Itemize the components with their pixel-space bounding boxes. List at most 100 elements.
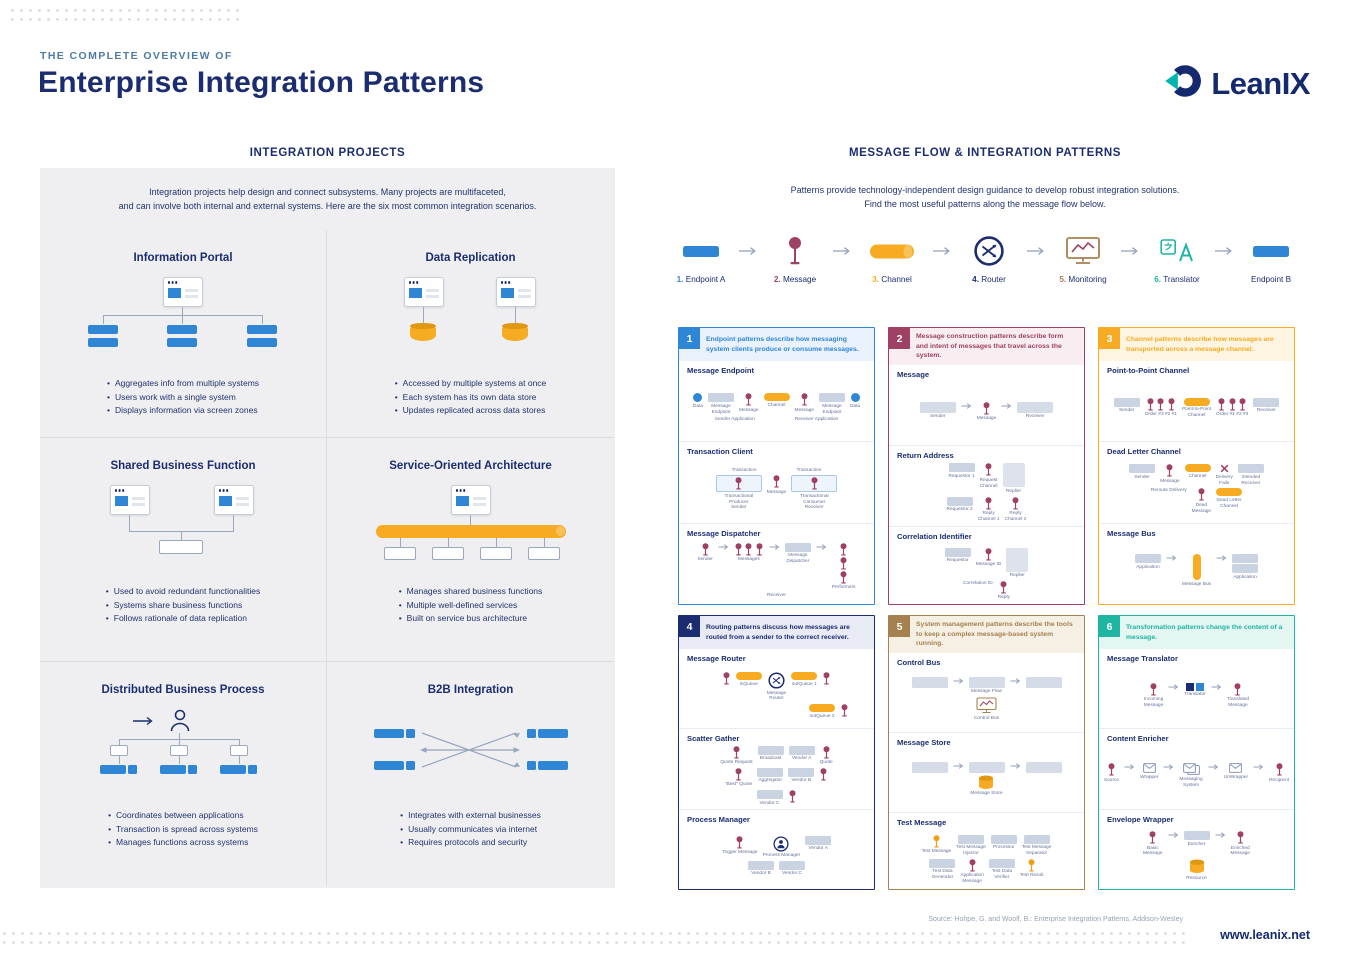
span-decor — [735, 672, 762, 681]
arrow-icon — [1001, 402, 1012, 410]
message-icon: "Best" Quote — [725, 768, 752, 788]
rect-decor — [1109, 774, 1114, 776]
rect-decor — [1151, 694, 1156, 696]
diagram-caption: Order #1 #2 #3 — [1216, 412, 1249, 418]
span-decor — [948, 463, 975, 473]
bullet: Aggregates info from multiple systems — [107, 377, 259, 391]
rect-decor — [737, 846, 742, 849]
circle-decor — [735, 543, 742, 550]
svg-decor — [1157, 397, 1164, 411]
rect-decor — [1031, 864, 1033, 871]
diagram-caption: Reroute Delivery — [1150, 488, 1187, 494]
circle-decor — [820, 768, 827, 775]
shared-function-box — [159, 539, 203, 554]
svg-decor — [1012, 496, 1019, 510]
span-decor — [1002, 463, 1025, 488]
circle-decor — [723, 672, 730, 679]
path-decor — [1253, 764, 1264, 771]
card-description: Message construction patterns describe f… — [916, 333, 1064, 360]
message-icon: Message ID — [976, 547, 1001, 568]
system-box — [968, 761, 1005, 773]
dots-decoration-top — [8, 6, 240, 27]
component-box: Vendor C — [779, 860, 805, 877]
span-decor — [1217, 397, 1247, 411]
card-header: 1 Endpoint patterns describe how messagi… — [679, 328, 874, 361]
rect-decor — [1152, 836, 1154, 843]
diagram-caption: Messaging System — [1179, 776, 1203, 788]
message-icon: Message — [976, 401, 997, 422]
transaction-frame: Transactional Consumer Receiver — [791, 475, 838, 511]
component-box: Sender — [1113, 397, 1140, 414]
path-decor — [953, 763, 963, 769]
span-decor — [756, 790, 783, 800]
rect-decor — [1160, 403, 1162, 410]
card-header: 2 Message construction patterns describe… — [889, 328, 1084, 365]
diagram-caption: Source — [1103, 777, 1120, 783]
path-decor — [778, 677, 781, 684]
rect-decor — [748, 548, 750, 555]
circle-decor — [841, 704, 848, 711]
path-decor — [1216, 555, 1227, 561]
rect-decor — [987, 553, 990, 560]
connector-line — [119, 755, 120, 764]
diagram-caption: Quote — [819, 760, 833, 766]
project-title: B2B Integration — [427, 683, 514, 696]
span-decor — [1192, 554, 1201, 581]
data-node: Data — [693, 393, 703, 409]
rect-decor — [704, 548, 706, 555]
svg-decor — [985, 496, 992, 510]
path-decor — [170, 722, 190, 731]
svg-decor — [811, 477, 818, 490]
rect-decor — [843, 576, 845, 583]
span-decor — [805, 835, 832, 845]
pattern-name: Correlation Identifier — [897, 532, 972, 542]
svg-decor — [1211, 683, 1221, 690]
diagram-caption: Sender — [930, 414, 946, 420]
diagram-row: Message Store — [893, 775, 1080, 797]
rect-decor — [735, 751, 738, 758]
bullet: Manages functions across systems — [108, 836, 258, 850]
message-icon: Message — [767, 475, 786, 495]
span-decor — [784, 542, 811, 552]
span-decor — [704, 704, 734, 705]
translator-icon: Translator — [1184, 682, 1206, 698]
component-box: Vendor A — [788, 745, 815, 762]
diagram-caption: Incoming Message — [1143, 697, 1164, 708]
diagram-caption: Message — [976, 416, 997, 422]
svg-decor — [1208, 764, 1218, 771]
rect-decor — [736, 488, 742, 490]
message-icon: Application Message — [960, 859, 984, 885]
svg-decor — [768, 672, 785, 689]
path-decor — [1071, 241, 1095, 253]
diagram-caption: Application — [1233, 574, 1257, 580]
spacer — [704, 704, 734, 705]
diagram-caption: Receiver — [767, 593, 786, 599]
b2b-integration-diagram — [356, 709, 586, 801]
window-icon — [163, 276, 203, 307]
rect-decor — [1149, 403, 1151, 410]
span-decor — [693, 393, 703, 403]
component-box: Receiver — [1253, 397, 1280, 414]
app-block — [526, 728, 536, 738]
message-icon: Sender — [697, 543, 713, 563]
svg-decor — [933, 835, 940, 848]
rect-decor — [841, 554, 847, 556]
svg-decor — [983, 401, 990, 415]
rect-decor — [734, 757, 739, 759]
flow-label: Endpoint B — [1250, 275, 1292, 284]
circle-decor — [823, 745, 830, 752]
path-decor — [1230, 764, 1242, 770]
diagram-caption: Enricher — [1187, 841, 1206, 847]
process-manager-icon: Process Manager — [763, 836, 800, 859]
message-icon — [840, 704, 849, 717]
system-box — [911, 761, 948, 773]
app-block — [247, 324, 277, 334]
